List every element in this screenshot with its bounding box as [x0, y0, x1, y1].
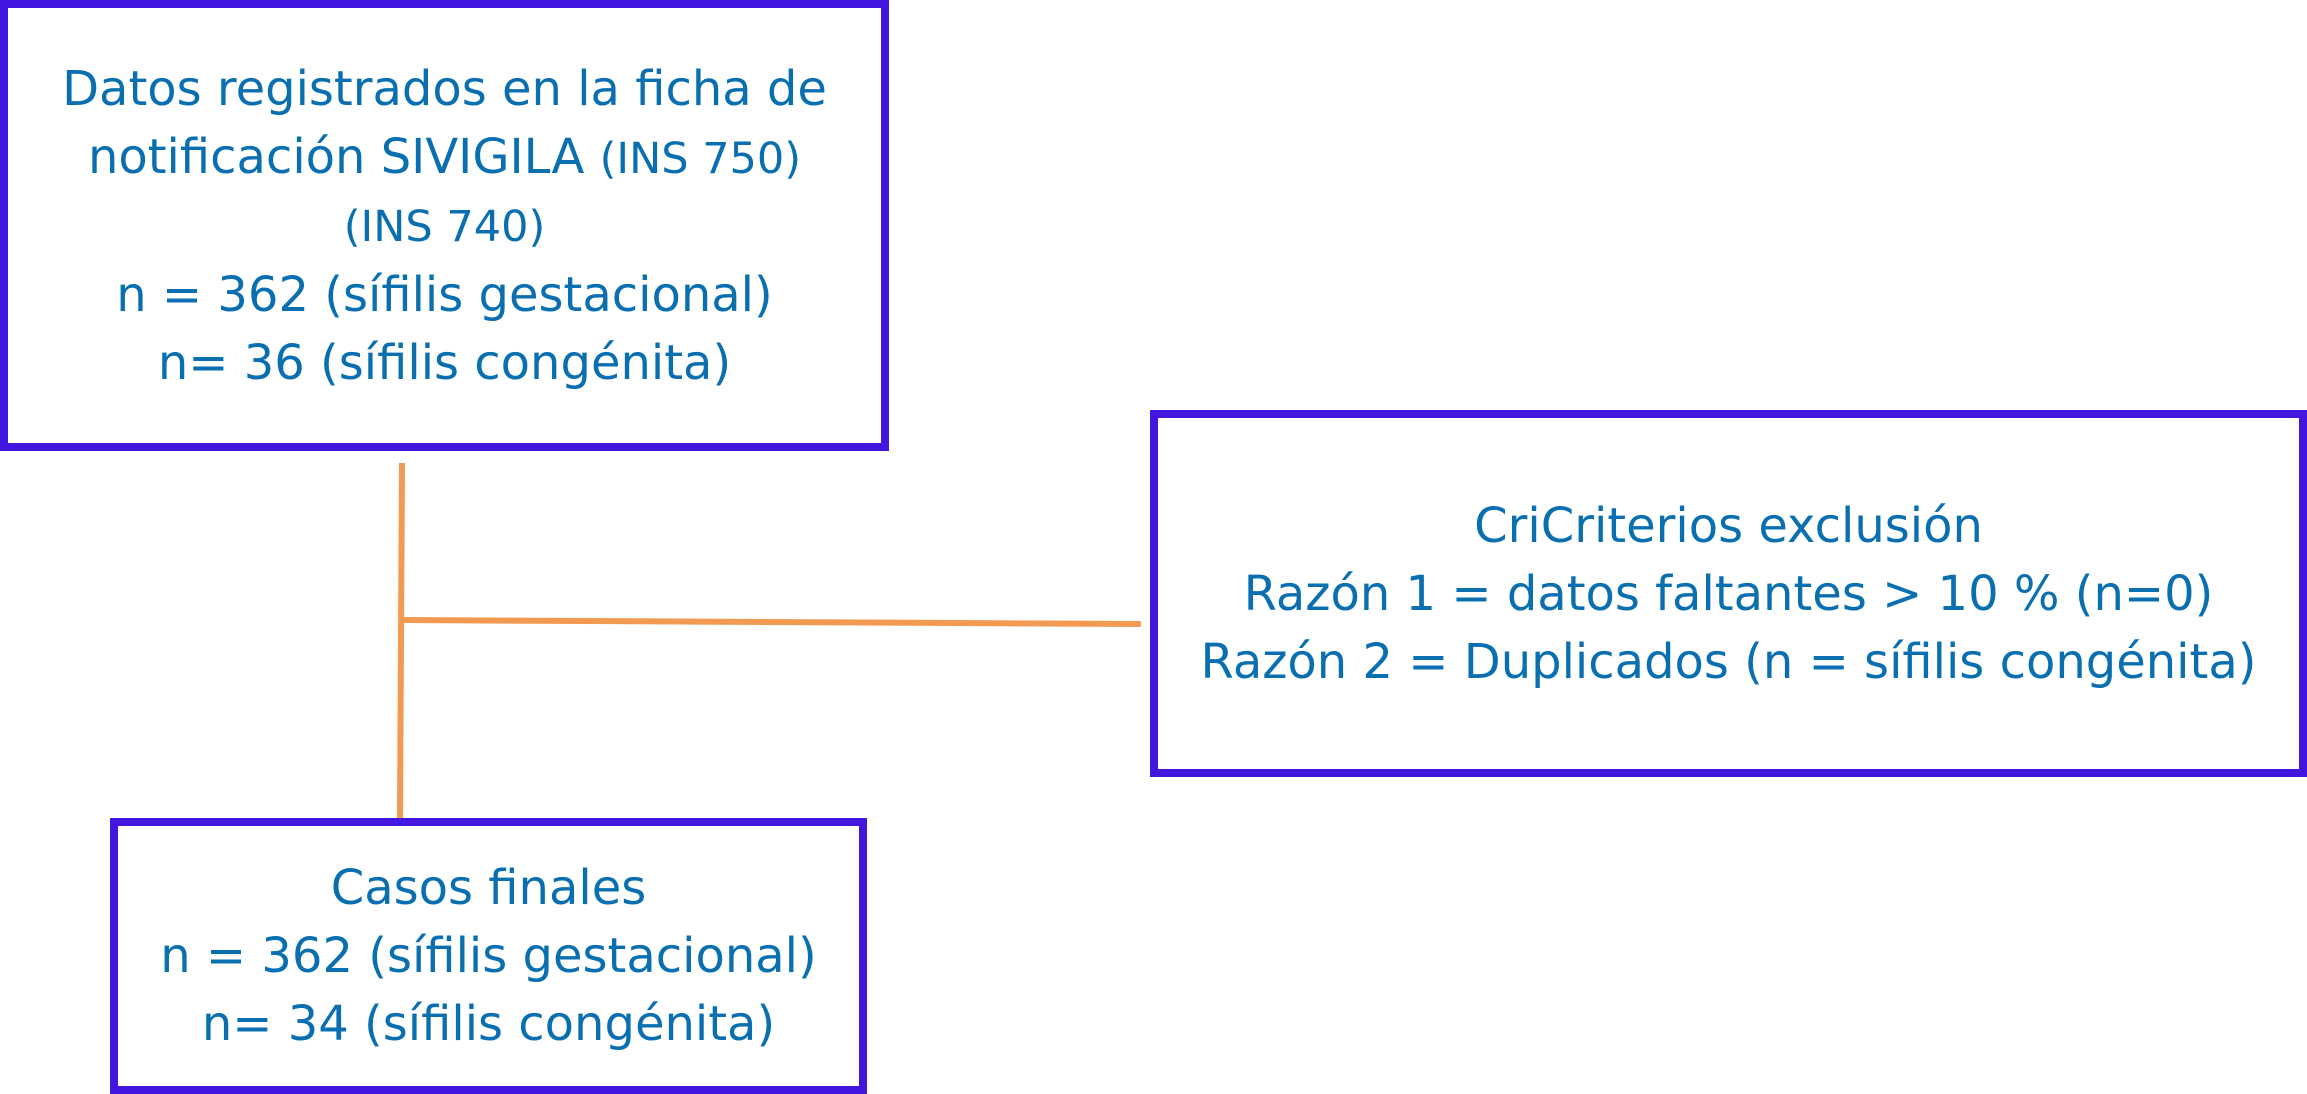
exclusion-reason-2: Razón 2 = Duplicados (n = sífilis congén… — [1200, 633, 2257, 690]
final-line-2: n = 362 (sífilis gestacional) — [160, 928, 817, 984]
source-line-5: n= 36 (sífilis congénita) — [157, 334, 732, 391]
source-line-3-code: (INS 740) — [343, 201, 546, 252]
vertical-connector — [397, 462, 405, 819]
exclusion-reason-1: Razón 1 = datos faltantes > 10 % (n=0) — [1243, 565, 2214, 622]
final-cases-box: Casos finales n = 362 (sífilis gestacion… — [110, 818, 867, 1094]
source-line-2-main: notificación SIVIGILA — [87, 128, 585, 185]
exclusion-criteria-box: CriCriterios exclusión Razón 1 = datos f… — [1150, 410, 2307, 777]
source-line-4: n = 362 (sífilis gestacional) — [116, 266, 773, 323]
source-data-box: Datos registrados en la ficha de notific… — [0, 0, 889, 451]
final-line-3: n= 34 (sífilis congénita) — [201, 996, 776, 1052]
exclusion-title: CriCriterios exclusión — [1474, 497, 1983, 554]
source-line-2-code: (INS 750) — [599, 133, 802, 184]
source-line-1: Datos registrados en la ficha de — [62, 60, 827, 117]
final-title: Casos finales — [330, 860, 647, 916]
horizontal-connector — [400, 617, 1142, 627]
source-line-2: notificación SIVIGILA (INS 750) — [88, 123, 801, 193]
